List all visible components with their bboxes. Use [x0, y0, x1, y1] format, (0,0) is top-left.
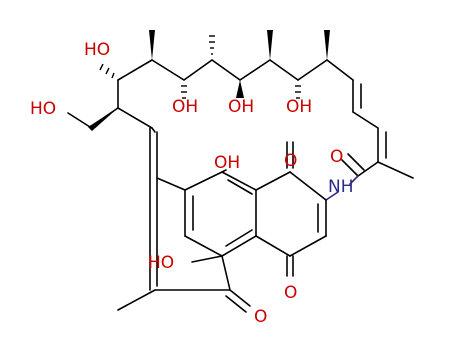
label-oh-1: OH [172, 97, 198, 117]
atom-labels: HO HO OH OH OH OH O O NH HO O O [30, 40, 354, 327]
label-oh-3: OH [286, 97, 312, 117]
label-oh-2: OH [228, 97, 254, 117]
naphthoquinone-core [117, 141, 327, 313]
stereo-bonds [88, 30, 330, 131]
label-o-quinone-bottom: O [284, 283, 297, 303]
label-ho-top-left: HO [84, 40, 110, 60]
label-o-quinone-top: O [284, 151, 297, 171]
label-ho-side-chain: HO [30, 99, 56, 119]
label-o-amide: O [330, 147, 343, 167]
label-nh: NH [328, 177, 354, 197]
label-oh-aromatic: OH [214, 153, 240, 173]
label-o-ketone: O [254, 307, 267, 327]
label-ho-aromatic-left: HO [148, 253, 174, 273]
